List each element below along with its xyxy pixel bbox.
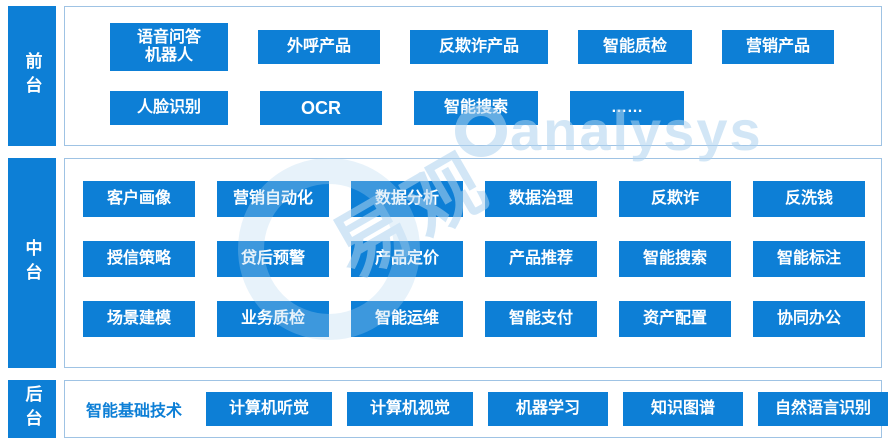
tech-box: 计算机听觉 (206, 392, 332, 426)
capability-box: 场景建模 (83, 301, 195, 337)
capability-box: 智能运维 (351, 301, 463, 337)
capability-box: 智能搜索 (619, 241, 731, 277)
product-box: 营销产品 (722, 30, 834, 64)
tech-box: 知识图谱 (623, 392, 743, 426)
middle-row-2: 授信策略 贷后预警 产品定价 产品推荐 智能搜索 智能标注 (83, 241, 881, 277)
capability-box: 业务质检 (217, 301, 329, 337)
tier-label-middle: 中台 (8, 158, 56, 368)
back-row: 智能基础技术 计算机听觉 计算机视觉 机器学习 知识图谱 自然语言识别 (65, 381, 888, 437)
capability-box: 反洗钱 (753, 181, 865, 217)
capability-box: 授信策略 (83, 241, 195, 277)
tier-label-front: 前台 (8, 6, 56, 146)
product-box: OCR (260, 91, 382, 125)
capability-box: 反欺诈 (619, 181, 731, 217)
capability-box: 营销自动化 (217, 181, 329, 217)
middle-row-1: 客户画像 营销自动化 数据分析 数据治理 反欺诈 反洗钱 (83, 181, 881, 217)
tech-box: 自然语言识别 (758, 392, 888, 426)
middle-panel: 客户画像 营销自动化 数据分析 数据治理 反欺诈 反洗钱 授信策略 贷后预警 产… (64, 158, 882, 368)
capability-box: 智能标注 (753, 241, 865, 277)
product-box: 语音问答 机器人 (110, 23, 228, 71)
capability-box: 协同办公 (753, 301, 865, 337)
capability-box: 客户画像 (83, 181, 195, 217)
product-box: …… (570, 91, 684, 125)
capability-box: 数据分析 (351, 181, 463, 217)
product-box: 智能质检 (578, 30, 692, 64)
front-row-2: 人脸识别 OCR 智能搜索 …… (110, 91, 881, 125)
front-row-1: 语音问答 机器人 外呼产品 反欺诈产品 智能质检 营销产品 (110, 23, 881, 71)
back-panel: 智能基础技术 计算机听觉 计算机视觉 机器学习 知识图谱 自然语言识别 (64, 380, 888, 438)
middle-row-3: 场景建模 业务质检 智能运维 智能支付 资产配置 协同办公 (83, 301, 881, 337)
tech-box: 机器学习 (488, 392, 608, 426)
capability-box: 智能支付 (485, 301, 597, 337)
product-box: 智能搜索 (414, 91, 538, 125)
back-panel-title: 智能基础技术 (85, 403, 182, 420)
tech-box: 计算机视觉 (347, 392, 473, 426)
capability-box: 贷后预警 (217, 241, 329, 277)
capability-box: 资产配置 (619, 301, 731, 337)
tier-label-back: 后台 (8, 380, 56, 438)
product-box: 反欺诈产品 (410, 30, 548, 64)
capability-box: 产品定价 (351, 241, 463, 277)
capability-box: 产品推荐 (485, 241, 597, 277)
product-box: 外呼产品 (258, 30, 380, 64)
capability-box: 数据治理 (485, 181, 597, 217)
product-box: 人脸识别 (110, 91, 228, 125)
front-panel: 语音问答 机器人 外呼产品 反欺诈产品 智能质检 营销产品 人脸识别 OCR 智… (64, 6, 882, 146)
